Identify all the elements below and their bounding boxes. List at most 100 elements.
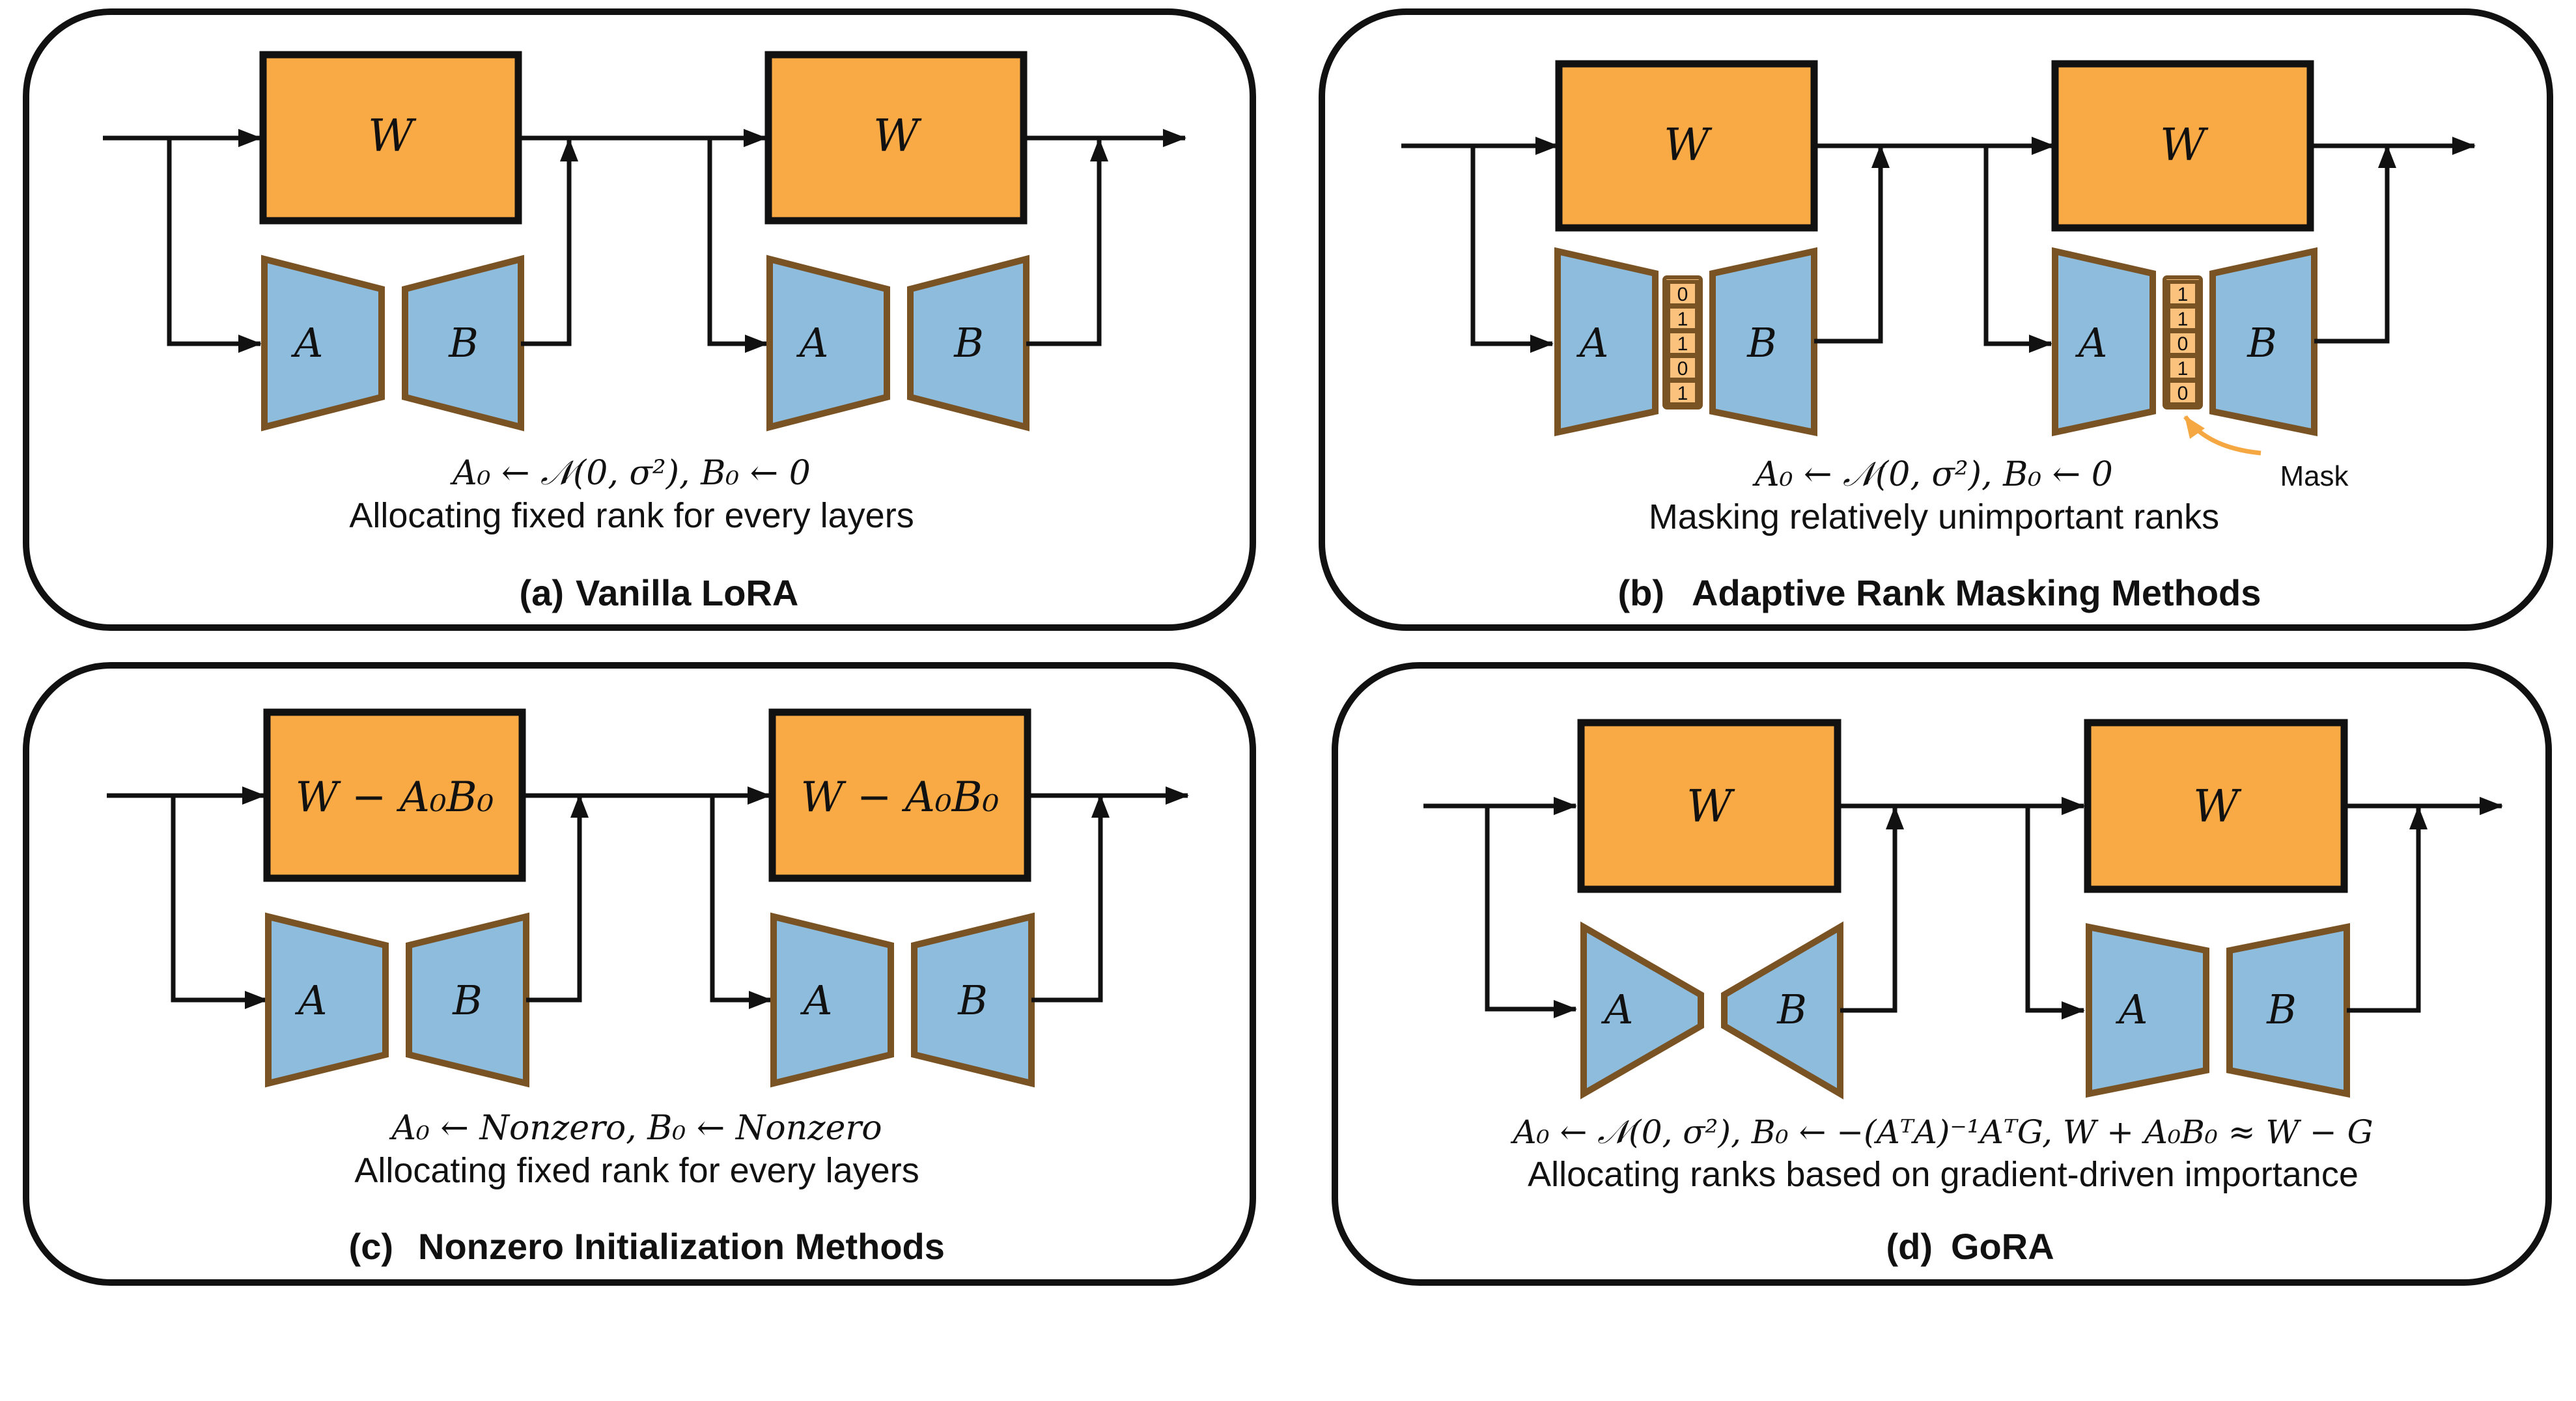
caption-tag: (c) bbox=[349, 1226, 393, 1267]
weight-block bbox=[2084, 719, 2348, 893]
weight-block bbox=[263, 708, 526, 882]
mask-cell bbox=[1666, 379, 1699, 406]
panel-b-frame bbox=[1319, 8, 2553, 631]
merge-arrow bbox=[521, 138, 578, 346]
branch-arrow bbox=[167, 138, 262, 353]
panel-b: W A 0 1 1 0 1 B W A bbox=[1319, 8, 2553, 631]
adapter-a-block bbox=[1554, 247, 1659, 437]
description: Allocating ranks based on gradient-drive… bbox=[1528, 1155, 2359, 1194]
adapter-b-label: B bbox=[452, 977, 483, 1024]
adapter-a-label: A bbox=[2116, 986, 2148, 1033]
rank-mask: 0 1 1 0 1 bbox=[1662, 275, 1703, 409]
panel-d-frame bbox=[1332, 662, 2552, 1286]
weight-label: W bbox=[1687, 781, 1735, 833]
adapter-b-label: B bbox=[957, 977, 988, 1024]
adapter-b-block bbox=[1721, 921, 1843, 1100]
adapter-a-label: A bbox=[796, 319, 829, 367]
panel-caption: Adaptive Rank Masking Methods bbox=[1692, 572, 2261, 613]
adapter-b-block bbox=[2226, 922, 2350, 1098]
mask-value: 1 bbox=[2177, 309, 2189, 330]
adapter-b-label: B bbox=[953, 319, 984, 367]
merge-arrow bbox=[1840, 806, 1904, 1013]
adapter-a-block bbox=[770, 912, 894, 1088]
weight-block bbox=[768, 708, 1031, 882]
mask-cell bbox=[2166, 354, 2199, 381]
mask-value: 0 bbox=[2177, 383, 2189, 404]
mask-value: 1 bbox=[2177, 284, 2189, 305]
adapter-a-label: A bbox=[2075, 319, 2108, 367]
weight-block bbox=[764, 51, 1028, 225]
adapter-b-block bbox=[2209, 247, 2317, 437]
weight-block bbox=[2051, 60, 2314, 232]
adapter-a-label: A bbox=[1576, 319, 1609, 367]
adapter-b-block bbox=[406, 912, 529, 1088]
adapter-a-label: A bbox=[291, 319, 324, 367]
merge-arrow bbox=[1031, 794, 1110, 1003]
rank-mask: 1 1 0 1 0 bbox=[2163, 275, 2203, 409]
description: Allocating fixed rank for every layers bbox=[349, 496, 914, 535]
adapter-a-label: A bbox=[295, 977, 328, 1024]
mask-value: 0 bbox=[2177, 333, 2189, 355]
adapter-a-label: A bbox=[800, 977, 833, 1024]
weight-label: W − A₀B₀ bbox=[296, 773, 494, 822]
merge-arrow bbox=[2347, 806, 2428, 1013]
description: Masking relatively unimportant ranks bbox=[1649, 497, 2219, 536]
mask-pointer-arrow bbox=[2183, 415, 2261, 456]
panel-d: W A B W A B A₀ ← 𝒩(0, σ²), B₀ ← −(AᵀA)⁻¹… bbox=[1332, 662, 2552, 1286]
weight-label: W − A₀B₀ bbox=[801, 773, 1000, 822]
equation: A₀ ← 𝒩(0, σ²), B₀ ← 0 bbox=[1752, 455, 2113, 494]
branch-arrow bbox=[171, 796, 268, 1009]
branch-arrow bbox=[1485, 806, 1577, 1018]
branch-arrow bbox=[710, 796, 772, 1009]
weight-label: W bbox=[368, 111, 417, 162]
panel-c: W − A₀B₀ A B W − A₀B₀ A B A₀ ← Nonzero, … bbox=[23, 662, 1256, 1286]
weight-block bbox=[1555, 60, 1818, 232]
mask-value: 0 bbox=[1677, 358, 1688, 380]
adapter-b-block bbox=[911, 912, 1035, 1088]
adapter-b-block bbox=[1709, 247, 1817, 437]
equation: A₀ ← 𝒩(0, σ²), B₀ ← 0 bbox=[450, 454, 811, 493]
branch-arrow bbox=[1983, 146, 2052, 353]
merge-arrow bbox=[1814, 145, 1890, 344]
adapter-b-block bbox=[402, 255, 524, 432]
mask-value: 1 bbox=[1677, 333, 1688, 355]
adapter-b-label: B bbox=[2266, 986, 2297, 1033]
merge-arrow bbox=[526, 794, 589, 1003]
weight-label: W bbox=[1664, 120, 1713, 171]
description: Allocating fixed rank for every layers bbox=[354, 1151, 919, 1190]
weight-block bbox=[1577, 719, 1841, 893]
weight-label: W bbox=[2160, 120, 2209, 171]
equation: A₀ ← Nonzero, B₀ ← Nonzero bbox=[389, 1109, 882, 1148]
panel-a-frame bbox=[23, 8, 1256, 631]
adapter-b-label: B bbox=[1746, 319, 1777, 367]
adapter-b-label: B bbox=[2247, 319, 2277, 367]
adapter-a-block bbox=[1580, 921, 1704, 1100]
adapter-a-block bbox=[766, 255, 890, 432]
caption-tag: (b) bbox=[1617, 572, 1664, 613]
caption-tag: (a) bbox=[520, 572, 564, 613]
branch-arrow bbox=[2025, 806, 2085, 1020]
panel-a: W A B W A B A₀ ← 𝒩(0, σ²), B₀ ← 0 Alloca… bbox=[23, 8, 1256, 631]
merge-arrow bbox=[1026, 138, 1108, 346]
weight-label: W bbox=[2193, 781, 2242, 833]
panel-caption: GoRA bbox=[1951, 1226, 2054, 1267]
mask-value: 1 bbox=[2177, 358, 2189, 380]
branch-arrow bbox=[1470, 146, 1554, 353]
adapter-a-label: A bbox=[1601, 986, 1634, 1033]
mask-value: 1 bbox=[1677, 309, 1688, 330]
panel-caption: Nonzero Initialization Methods bbox=[418, 1226, 945, 1267]
equation: A₀ ← 𝒩(0, σ²), B₀ ← −(AᵀA)⁻¹AᵀG, W + A₀B… bbox=[1510, 1113, 2373, 1151]
weight-label: W bbox=[873, 111, 922, 162]
adapter-a-block bbox=[261, 255, 385, 432]
mask-cell bbox=[2166, 379, 2199, 406]
mask-value: 1 bbox=[1677, 383, 1688, 404]
adapter-b-label: B bbox=[1776, 986, 1807, 1033]
merge-arrow bbox=[2314, 145, 2396, 344]
adapter-a-block bbox=[265, 912, 389, 1088]
adapter-b-block bbox=[907, 255, 1029, 432]
adapter-b-label: B bbox=[448, 319, 479, 367]
mask-value: 0 bbox=[1677, 284, 1688, 305]
panel-caption: Vanilla LoRA bbox=[576, 572, 798, 613]
caption-tag: (d) bbox=[1886, 1226, 1933, 1267]
